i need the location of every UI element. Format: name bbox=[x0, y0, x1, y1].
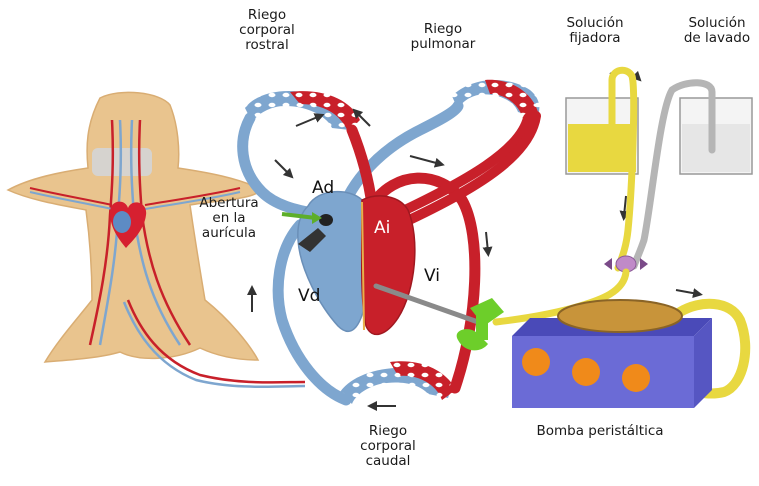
label-solucion-lavado: Solución de lavado bbox=[676, 16, 758, 46]
label-ai: Ai bbox=[374, 218, 390, 238]
label-bomba-peristaltica: Bomba peristáltica bbox=[520, 424, 680, 439]
right-heart bbox=[298, 192, 370, 332]
pump-dot bbox=[572, 358, 600, 386]
pump-dot bbox=[622, 364, 650, 392]
pump-rotor bbox=[558, 300, 682, 332]
label-riego-pulmonar: Riego pulmonar bbox=[398, 22, 488, 52]
pump-dot bbox=[522, 348, 550, 376]
fixative-beaker bbox=[566, 98, 638, 174]
label-solucion-fijadora: Solución fijadora bbox=[552, 16, 638, 46]
label-abertura-auricula: Abertura en la aurícula bbox=[188, 196, 270, 241]
left-heart bbox=[362, 196, 415, 334]
label-vd: Vd bbox=[298, 286, 320, 306]
rostral-capillary-bed bbox=[245, 91, 360, 132]
label-ad: Ad bbox=[312, 178, 334, 198]
atrium-opening bbox=[319, 214, 333, 226]
label-vi: Vi bbox=[424, 266, 440, 286]
heart-diagram bbox=[298, 192, 415, 335]
caudal-capillary-bed bbox=[340, 361, 456, 404]
label-riego-corporal-caudal: Riego corporal caudal bbox=[348, 424, 428, 469]
label-riego-corporal-rostral: Riego corporal rostral bbox=[222, 8, 312, 53]
wash-beaker bbox=[680, 98, 752, 174]
